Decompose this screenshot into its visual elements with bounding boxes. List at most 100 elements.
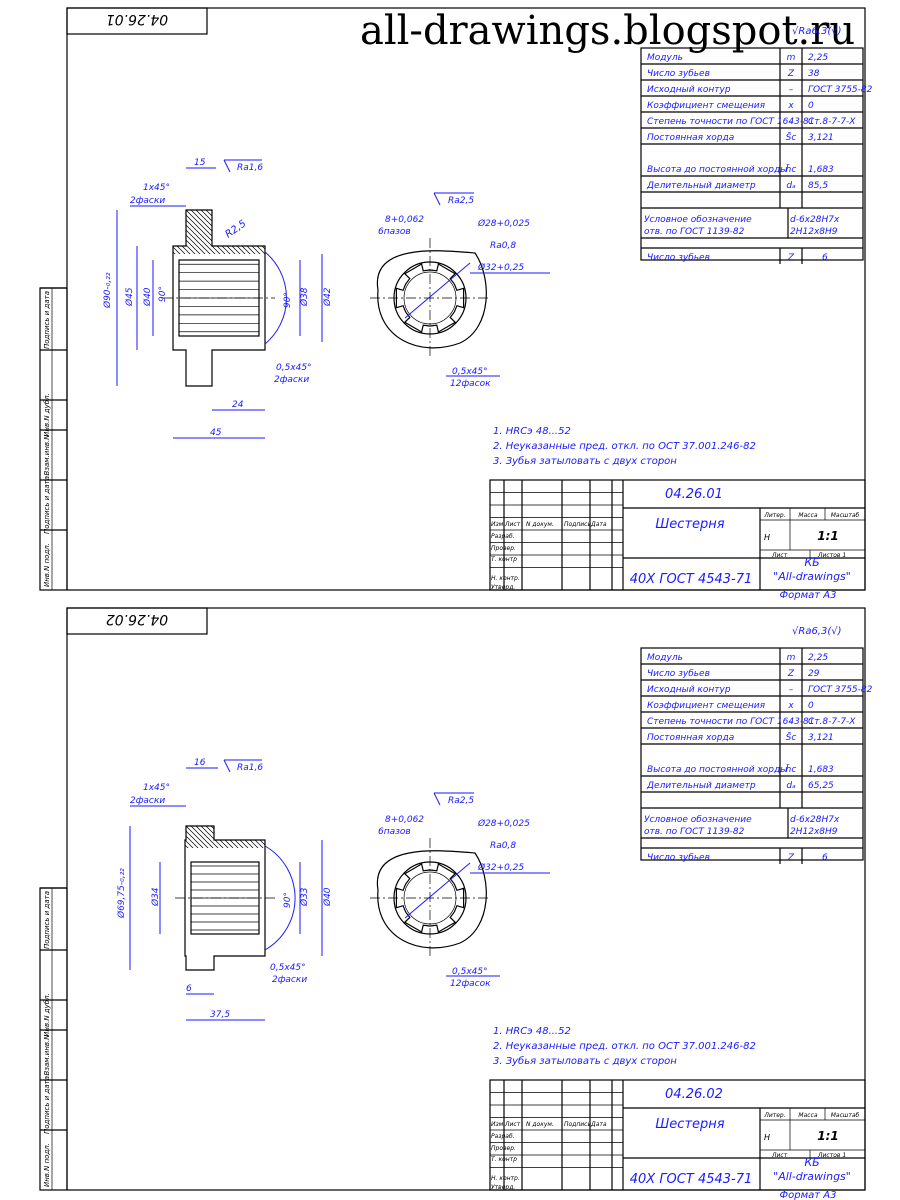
sheet-1-title-org2: "All-drawings" <box>773 570 851 583</box>
sheet-2-hatch-line <box>101 826 161 886</box>
sheet-2-hatch-line <box>0 826 56 886</box>
sheet-2-side-label: Инв.N подл. <box>43 1143 51 1187</box>
sheet-1-param-value: 2,25 <box>808 53 828 63</box>
sheet-1-title-mass: Масса <box>798 512 817 519</box>
sheet-1-title-h-sign: Подпись <box>564 521 591 528</box>
sheet-2-bore <box>190 861 260 935</box>
sheet-1-title-code: 04.26.01 <box>665 487 723 502</box>
sheet-2-hatch-line <box>185 826 242 887</box>
sheet-2-dim-chamfer2b: 2фаски <box>272 975 307 985</box>
sheet-1-param-value: 1,683 <box>808 165 834 175</box>
sheet-2-section-outline <box>376 850 487 949</box>
sheet-1-hatch-line <box>296 210 356 270</box>
sheet-2-hatch-line <box>185 826 227 887</box>
sheet-1-spline-value: d-6x28H7x <box>790 215 840 225</box>
sheet-2-title-h-izm: Изм <box>491 1121 504 1128</box>
sheet-1-section-pazy: 8+0,062 <box>385 215 424 225</box>
sheet-1-hatch-line <box>56 210 116 270</box>
sheet-1-title-lit: Литер. <box>763 512 785 519</box>
sheet-2-hatch-line <box>200 826 262 887</box>
sheet-1-note-2: 2. Неуказанные пред. откл. по ОСТ 37.001… <box>493 441 756 452</box>
sheet-1-side-label: Инв.N дубл. <box>43 393 51 437</box>
sheet-1-title-r-nk: Н. контр. <box>491 575 520 582</box>
sheet-2-title-r-tk: Т. контр <box>491 1156 517 1163</box>
sheet-1-hatch-line <box>0 210 51 270</box>
sheet-2-dim-d40-text: Ø40 <box>322 887 333 907</box>
sheet-1-hatch-line <box>301 210 361 270</box>
sheet-2-param-sym: m <box>787 653 796 663</box>
sheet-2-side-label: Подпись и дата <box>43 1076 51 1134</box>
sheet-2-hatch-line <box>306 826 366 886</box>
sheet-2-hatch-line <box>31 826 91 886</box>
sheet-2-param-sym: – <box>789 717 794 727</box>
sheet-2-hatch-line <box>286 826 346 886</box>
sheet-1-title-h-doc: N докум. <box>526 521 554 528</box>
sheet-1-section-outline <box>376 250 487 349</box>
sheet-2-spline-label: Условное обозначение <box>644 815 752 825</box>
sheet-2-title-format: Формат А3 <box>780 1190 837 1200</box>
sheet-1-hatch-line <box>46 210 106 270</box>
sheet-2-note-2: 2. Неуказанные пред. откл. по ОСТ 37.001… <box>493 1041 756 1052</box>
sheet-1-stamp-code: 04.26.01 <box>106 11 168 27</box>
sheet-1-hatch-line <box>175 210 237 271</box>
sheet-2-spline-label-2: отв. по ГОСТ 1139-82 <box>644 827 745 837</box>
sheet-1-hatch-line <box>96 210 156 270</box>
sheet-2-note-1: 1. HRCэ 48...52 <box>493 1026 571 1037</box>
sheet-1-title-r-razr: Разраб. <box>491 533 515 540</box>
sheet-1-title-h-izm: Изм <box>491 521 504 528</box>
sheet-1-param-sym: – <box>789 85 794 95</box>
sheet-1-hatch-line <box>61 210 121 270</box>
sheet-1-param-table <box>640 47 864 261</box>
sheet-2-title-h-date: Дата <box>590 1121 607 1128</box>
sheet-1-dim-chamfer2: 0,5x45° <box>276 363 312 373</box>
sheet-1-dim-len24-text: 24 <box>232 400 244 410</box>
sheet-2-param-sym: dₐ <box>786 781 796 791</box>
sheet-1-hatch-line <box>76 210 136 270</box>
sheet-2-hatch-line <box>190 826 252 887</box>
sheet-2-hatch-line <box>36 826 96 886</box>
sheet-1-dim-dout-text: Ø90-₀,₂₂ <box>102 272 113 309</box>
sheet-1-hatch-line <box>225 210 265 271</box>
sheet-2-dim-len6-text: 6 <box>186 984 192 994</box>
sheet-2-spline-teeth-label: Число зубьев <box>647 853 710 863</box>
sheet-2-dim-dout-text: Ø69,75-₀,₂₂ <box>116 868 127 919</box>
sheet-2-stamp-box <box>66 607 208 635</box>
sheet-1-hatch-line <box>0 210 56 270</box>
sheet-1-roughness-global: √Ra6,3(√) <box>792 26 842 37</box>
sheet-2-hatch-line <box>81 826 141 886</box>
sheet-2-hatch-line <box>1 826 61 886</box>
sheet-2-hatch-line <box>0 826 46 886</box>
sheet-1-side-label: Взам.инв.N <box>43 434 51 476</box>
sheet-2-roughness-global: √Ra6,3(√) <box>792 626 842 637</box>
sheet-2-hatch <box>0 826 366 887</box>
sheet-1-param-sym: x <box>787 101 794 111</box>
sheet-2-param-value: 0 <box>808 701 814 711</box>
sheet-2-dim-ra16: Ra1,6 <box>237 763 263 773</box>
sheet-1-dim-top-text: 15 <box>194 158 206 168</box>
sheet-1-side-label: Инв.N подл. <box>43 543 51 587</box>
sheet-2-hatch-line <box>106 826 166 886</box>
sheet-2-ra-sym <box>433 792 441 806</box>
sheet-1-hatch-line <box>173 210 232 271</box>
sheet-1-hatch-line <box>31 210 91 270</box>
sheet-1-title-r-utv: Утверд. <box>491 584 515 591</box>
sheet-1-dim-ra16: Ra1,6 <box>237 163 263 173</box>
sheet-2-hatch-line <box>26 826 86 886</box>
sheet-1-hatch-line <box>185 210 247 271</box>
sheet-1-spline-label: Условное обозначение <box>644 215 752 225</box>
sheet-1-hatch-line <box>173 210 212 271</box>
sheet-1-param-value: 85,5 <box>808 181 828 191</box>
sheet-1-spline-teeth-value: 6 <box>822 253 828 263</box>
sheet-2-dim-len375-text: 37,5 <box>210 1010 230 1020</box>
sheet-1-param-name: Постоянная хорда <box>647 133 734 143</box>
sheet-1-section-pazy2: 6пазов <box>378 227 411 237</box>
sheet-1-hatch-line <box>81 210 141 270</box>
sheet-2-hatch-line <box>215 826 265 887</box>
sheet-1-param-sym: h̄c <box>786 163 797 175</box>
sheet-2-dim-chamfer2: 0,5x45° <box>270 963 306 973</box>
sheet-2-param-value: Ст.8-7-7-Х <box>808 717 856 727</box>
sheet-2-section-d28: Ø28+0,025 <box>477 818 530 829</box>
sheet-1-title-h-date: Дата <box>590 521 607 528</box>
